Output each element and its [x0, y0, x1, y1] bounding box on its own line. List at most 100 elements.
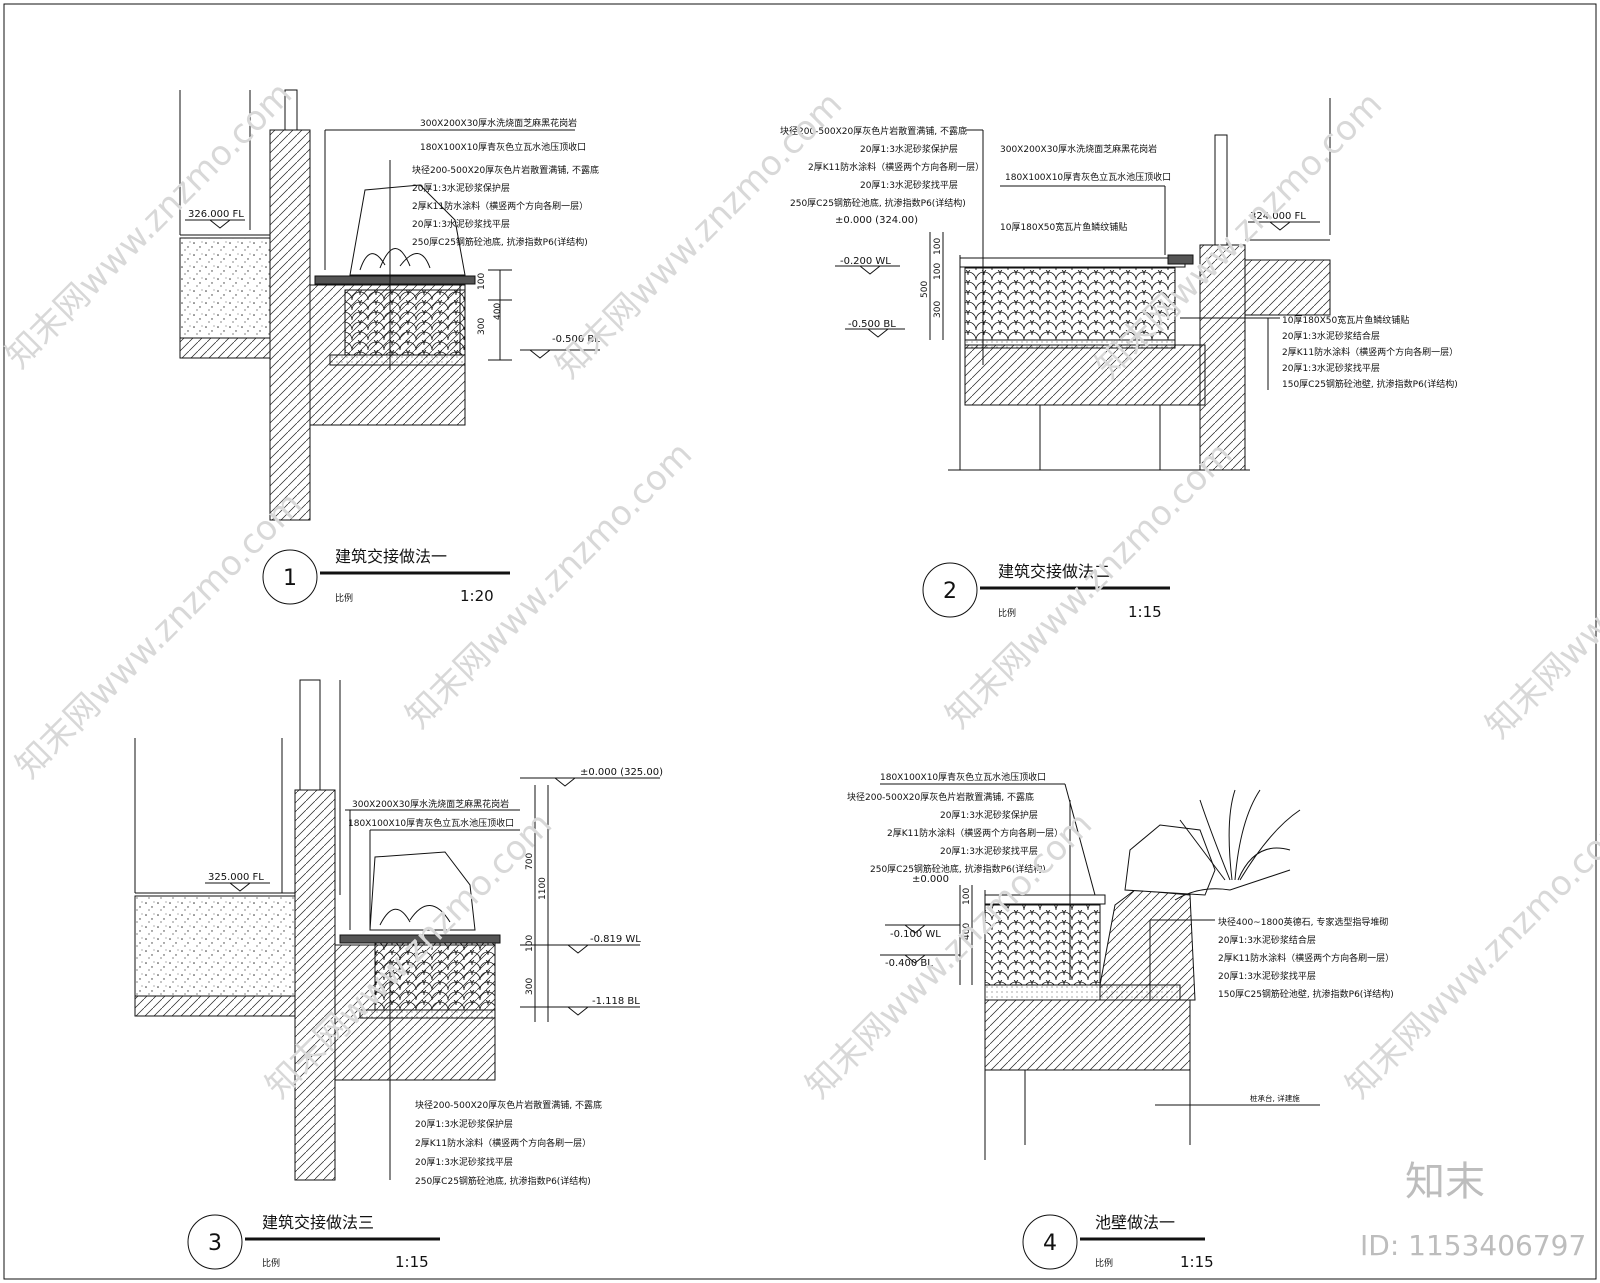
d1-number: 1	[283, 566, 297, 591]
svg-text:2厚K11防水涂料（横竖两个方向各刷一层）: 2厚K11防水涂料（横竖两个方向各刷一层）	[1282, 346, 1458, 358]
sheet-border	[3, 3, 1597, 1280]
d4-rock-wall	[1099, 889, 1196, 1001]
d3-bl-level: -1.118 BL	[592, 996, 640, 1007]
d2-number: 2	[943, 579, 957, 604]
d2-number-circle	[922, 562, 978, 618]
d3-fl-level: 325.000 FL	[208, 872, 264, 883]
d2-notes-top: 300X200X30厚水洗烧面芝麻黑花岗岩 180X100X10厚青灰色立瓦水池…	[1000, 143, 1171, 233]
svg-text:10厚180X50宽瓦片鱼鳞纹铺贴: 10厚180X50宽瓦片鱼鳞纹铺贴	[1000, 221, 1127, 233]
svg-text:块径200-500X20厚灰色片岩散置满铺, 不露底: 块径200-500X20厚灰色片岩散置满铺, 不露底	[415, 1099, 602, 1111]
d3-notes-top: 300X200X30厚水洗烧面芝麻黑花岗岩 180X100X10厚青灰色立瓦水池…	[348, 798, 514, 829]
d4-pile-note: 桩承台, 详建施	[1250, 1093, 1300, 1103]
d2-zero-level: ±0.000 (324.00)	[835, 215, 918, 226]
svg-text:2厚K11防水涂料（横竖两个方向各刷一层）: 2厚K11防水涂料（横竖两个方向各刷一层）	[887, 827, 1063, 839]
brand-logo: 知末	[1405, 1159, 1485, 1205]
svg-text:300X200X30厚水洗烧面芝麻黑花岗岩: 300X200X30厚水洗烧面芝麻黑花岗岩	[352, 798, 509, 810]
d2-notes-left: 块径200-500X20厚灰色片岩散置满铺, 不露底 20厚1:3水泥砂浆保护层…	[780, 125, 984, 209]
d2-floor	[1244, 259, 1331, 316]
d1-title: 建筑交接做法一	[335, 547, 447, 566]
svg-text:2厚K11防水涂料（横竖两个方向各刷一层）: 2厚K11防水涂料（横竖两个方向各刷一层）	[415, 1137, 591, 1149]
svg-text:块径200-500X20厚灰色片岩散置满铺, 不露底: 块径200-500X20厚灰色片岩散置满铺, 不露底	[412, 164, 599, 176]
d2-bl-level: -0.500 BL	[848, 319, 896, 330]
d3-zero-level: ±0.000 (325.00)	[580, 767, 663, 778]
svg-text:20厚1:3水泥砂浆找平层: 20厚1:3水泥砂浆找平层	[940, 845, 1038, 857]
svg-text:20厚1:3水泥砂浆结合层: 20厚1:3水泥砂浆结合层	[1282, 330, 1380, 342]
d3-dim-300: 300	[525, 978, 535, 995]
svg-text:300X200X30厚水洗烧面芝麻黑花岗岩: 300X200X30厚水洗烧面芝麻黑花岗岩	[1000, 143, 1157, 155]
svg-text:10厚180X50宽瓦片鱼鳞纹铺贴: 10厚180X50宽瓦片鱼鳞纹铺贴	[1282, 314, 1409, 326]
d2-fl-level: 324.000 FL	[1250, 211, 1306, 222]
d1-dim-400: 400	[493, 303, 503, 320]
d4-pool-slab	[984, 999, 1191, 1071]
svg-text:20厚1:3水泥砂浆结合层: 20厚1:3水泥砂浆结合层	[1218, 934, 1316, 946]
d4-title: 池壁做法一	[1095, 1213, 1175, 1232]
d4-notes-left: 180X100X10厚青灰色立瓦水池压顶收口 块径200-500X20厚灰色片岩…	[847, 771, 1063, 875]
d2-scale-label: 比例	[998, 607, 1016, 619]
watermark-text: 知末网www.znzmo.com	[938, 434, 1240, 736]
svg-text:180X100X10厚青灰色立瓦水池压顶收口: 180X100X10厚青灰色立瓦水池压顶收口	[880, 771, 1046, 783]
d1-dim-100: 100	[477, 273, 487, 290]
d4-number: 4	[1043, 1231, 1057, 1256]
d4-scale: 1:15	[1180, 1253, 1214, 1271]
d2-pool-slab	[964, 344, 1206, 406]
svg-text:2厚K11防水涂料（横竖两个方向各刷一层）: 2厚K11防水涂料（横竖两个方向各刷一层）	[808, 161, 984, 173]
d3-building-wall	[294, 789, 336, 1181]
svg-text:20厚1:3水泥砂浆找平层: 20厚1:3水泥砂浆找平层	[860, 179, 958, 191]
d2-title: 建筑交接做法二	[998, 562, 1110, 581]
d4-scale-label: 比例	[1095, 1257, 1113, 1269]
d2-scale: 1:15	[1128, 603, 1162, 621]
d3-title: 建筑交接做法三	[262, 1213, 374, 1232]
svg-text:块径400~1800英德石, 专家选型指导堆砌: 块径400~1800英德石, 专家选型指导堆砌	[1218, 916, 1388, 928]
d3-number-circle	[187, 1214, 243, 1270]
watermark-text: 知末网www.znzmo.com	[548, 84, 850, 386]
d3-rock	[369, 851, 476, 931]
svg-text:2厚K11防水涂料（横竖两个方向各刷一层）: 2厚K11防水涂料（横竖两个方向各刷一层）	[412, 200, 588, 212]
image-id: ID: 1153406797	[1360, 1229, 1586, 1262]
svg-text:20厚1:3水泥砂浆保护层: 20厚1:3水泥砂浆保护层	[860, 143, 958, 155]
d4-dim-100: 100	[962, 888, 972, 905]
d4-dim-400: 400	[962, 923, 972, 940]
svg-text:20厚1:3水泥砂浆找平层: 20厚1:3水泥砂浆找平层	[415, 1156, 513, 1168]
d2-dim-100b: 100	[933, 263, 943, 280]
d3-dim-700: 700	[525, 853, 535, 870]
d2-notes-right: 10厚180X50宽瓦片鱼鳞纹铺贴 20厚1:3水泥砂浆结合层 2厚K11防水涂…	[1282, 314, 1458, 390]
d4-plant	[1174, 789, 1301, 901]
svg-text:20厚1:3水泥砂浆找平层: 20厚1:3水泥砂浆找平层	[412, 218, 510, 230]
svg-text:150厚C25钢筋砼池壁, 抗渗指数P6(详结构): 150厚C25钢筋砼池壁, 抗渗指数P6(详结构)	[1282, 378, 1458, 390]
d3-scale-label: 比例	[262, 1257, 280, 1269]
d3-scale: 1:15	[395, 1253, 429, 1271]
d3-dim-100: 100	[525, 935, 535, 952]
d4-notes-right: 块径400~1800英德石, 专家选型指导堆砌 20厚1:3水泥砂浆结合层 2厚…	[1218, 916, 1394, 1000]
d3-dim-1100: 1100	[538, 877, 548, 900]
d4-boulder	[1124, 824, 1216, 896]
watermark-text: 知末网www.znzmo.com	[1478, 444, 1600, 746]
d2-pool-wall	[1199, 244, 1246, 471]
d2-dim-500: 500	[920, 281, 930, 298]
d1-bl-level: -0.500 BL	[552, 334, 600, 345]
detail-1: 100 400 300 326.000 FL -0.500 BL 300X200…	[179, 89, 600, 605]
svg-text:2厚K11防水涂料（横竖两个方向各刷一层）: 2厚K11防水涂料（横竖两个方向各刷一层）	[1218, 952, 1394, 964]
svg-text:20厚1:3水泥砂浆保护层: 20厚1:3水泥砂浆保护层	[412, 182, 510, 194]
svg-text:250厚C25钢筋砼池底, 抗渗指数P6(详结构): 250厚C25钢筋砼池底, 抗渗指数P6(详结构)	[790, 197, 966, 209]
d1-fl-level: 326.000 FL	[188, 209, 244, 220]
d1-pool-tiles	[344, 289, 466, 356]
d3-floor-soil	[134, 895, 296, 997]
svg-text:250厚C25钢筋砼池底, 抗渗指数P6(详结构): 250厚C25钢筋砼池底, 抗渗指数P6(详结构)	[870, 863, 1046, 875]
d4-number-circle	[1022, 1214, 1078, 1270]
d1-scale-label: 比例	[335, 592, 353, 604]
d4-pool-tiles	[984, 904, 1101, 986]
d1-notes: 300X200X30厚水洗烧面芝麻黑花岗岩 180X100X10厚青灰色立瓦水池…	[412, 117, 599, 248]
d1-rock	[349, 184, 466, 276]
d4-zero-level: ±0.000	[912, 874, 949, 885]
svg-text:块径200-500X20厚灰色片岩散置满铺, 不露底: 块径200-500X20厚灰色片岩散置满铺, 不露底	[847, 791, 1034, 803]
d1-dim-300: 300	[477, 318, 487, 335]
watermark-text: 知末网www.znzmo.com	[8, 484, 310, 786]
svg-text:180X100X10厚青灰色立瓦水池压顶收口: 180X100X10厚青灰色立瓦水池压顶收口	[1005, 171, 1171, 183]
d4-bl-level: -0.400 BL	[885, 958, 933, 969]
svg-text:20厚1:3水泥砂浆找平层: 20厚1:3水泥砂浆找平层	[1282, 362, 1380, 374]
d1-number-circle	[262, 549, 318, 605]
svg-text:180X100X10厚青灰色立瓦水池压顶收口: 180X100X10厚青灰色立瓦水池压顶收口	[420, 141, 586, 153]
d2-dim-100a: 100	[933, 238, 943, 255]
svg-text:250厚C25钢筋砼池底, 抗渗指数P6(详结构): 250厚C25钢筋砼池底, 抗渗指数P6(详结构)	[412, 236, 588, 248]
